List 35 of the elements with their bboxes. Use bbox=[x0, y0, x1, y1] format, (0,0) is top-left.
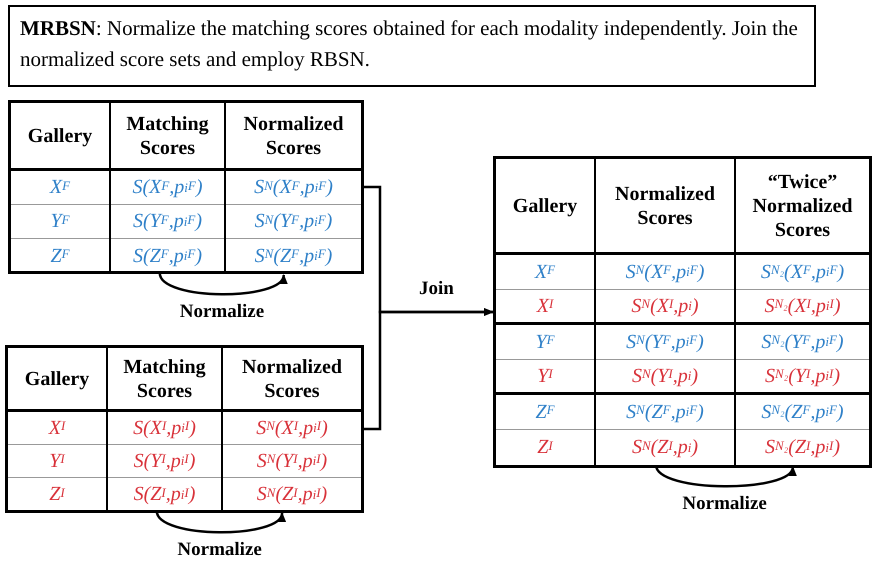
curved-arrow bbox=[158, 272, 285, 296]
score-table bbox=[5, 345, 364, 513]
column-header: Matching Scores bbox=[108, 348, 221, 412]
table-cell-text: Z$^{I}$ bbox=[536, 435, 554, 460]
table-cell: Z$^{F}$ bbox=[496, 395, 594, 430]
column-header: Gallery bbox=[496, 159, 594, 255]
score-table bbox=[493, 156, 872, 468]
table-column bbox=[108, 348, 223, 511]
column-header: Gallery bbox=[11, 103, 109, 171]
description-box bbox=[8, 5, 816, 87]
column-header: Matching Scores bbox=[111, 103, 224, 171]
description-text: MRBSN: Normalize the matching scores obtained for each modality independently. Join the normalized score sets and employ RBSN. bbox=[20, 15, 799, 73]
table-column bbox=[111, 103, 226, 273]
score-table bbox=[8, 100, 364, 274]
table-column bbox=[496, 159, 596, 465]
table-column bbox=[596, 159, 736, 465]
table-column bbox=[11, 103, 111, 273]
join-arrow bbox=[364, 308, 494, 430]
table-cell: X$^{I}$ bbox=[8, 412, 106, 445]
column-header: Normalized Scores bbox=[226, 103, 361, 171]
table-cell: Y$^{I}$ bbox=[496, 360, 594, 395]
table-cell-text: Z$^{F}$ bbox=[49, 244, 71, 268]
table-cell: Y$^{F}$ bbox=[11, 205, 109, 239]
column-header: Normalized Scores bbox=[223, 348, 361, 412]
column-header: Normalized Scores bbox=[596, 159, 734, 255]
table-cell: Y$^{F}$ bbox=[496, 325, 594, 360]
column-header: “Twice” Normalized Scores bbox=[736, 159, 869, 255]
table-cell-text: Z$^{I}$ bbox=[48, 482, 66, 507]
table-cell: X$^{F}$ bbox=[11, 171, 109, 205]
table-cell: X$^{F}$ bbox=[496, 255, 594, 290]
table-cell: Y$^{I}$ bbox=[8, 445, 106, 478]
table-column bbox=[8, 348, 108, 511]
curved-arrow bbox=[156, 510, 284, 534]
column-header: Gallery bbox=[8, 348, 106, 412]
table-cell: X$^{I}$ bbox=[496, 290, 594, 325]
